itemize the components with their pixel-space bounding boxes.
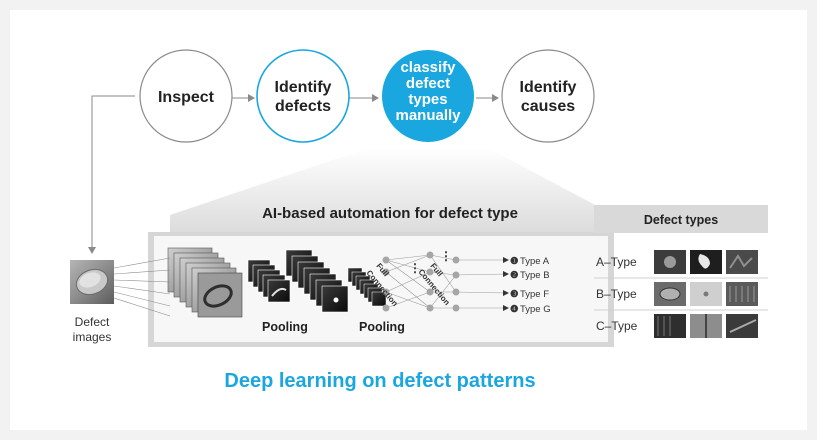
output-label-a: Type A xyxy=(520,256,550,267)
fc-output-arrows xyxy=(503,257,509,311)
identify-defects-circle xyxy=(256,49,350,143)
input-feature-maps xyxy=(167,247,243,318)
flow-step-inspect: Inspect xyxy=(139,49,233,143)
output-label-f: Type F xyxy=(520,289,549,300)
defect-types-table: Defect types A–Type B–Type xyxy=(594,205,768,338)
defect-images-label-1: Defect xyxy=(75,315,110,329)
classify-label-2: defect xyxy=(406,75,450,92)
defect-row-b-label: B–Type xyxy=(596,287,637,301)
classify-label-1: classify xyxy=(400,59,456,76)
feedback-line xyxy=(91,95,135,250)
identify-causes-label-1: Identify xyxy=(520,79,577,96)
classify-label-3: types xyxy=(408,91,447,108)
automation-funnel xyxy=(170,148,614,232)
process-diagram: Inspect Identify defects classify defect… xyxy=(70,49,768,392)
headline: Deep learning on defect patterns xyxy=(224,370,535,392)
identify-defects-label-1: Identify xyxy=(275,79,332,96)
flow-connectors xyxy=(88,94,499,254)
pooling-label-2: Pooling xyxy=(359,320,405,334)
flow-step-identify-defects: Identify defects xyxy=(256,49,350,143)
automation-title: AI-based automation for defect type xyxy=(262,205,518,222)
flow-step-classify: classify defect types manually xyxy=(382,50,474,142)
defect-row-c: C–Type xyxy=(596,314,758,338)
defect-images-group: Defect images xyxy=(70,257,171,344)
output-labels: ❶ Type A ❷ Type B ❸ Type F ❹ Type G xyxy=(510,256,551,315)
defect-row-a: A–Type xyxy=(596,250,758,274)
output-marker-f: ❸ xyxy=(510,289,519,300)
output-marker-g: ❹ xyxy=(510,304,519,315)
conv-layer-3 xyxy=(347,267,387,307)
defect-row-a-label: A–Type xyxy=(596,255,637,269)
fc-dots-1: ⋮ xyxy=(409,261,421,275)
identify-causes-label-2: causes xyxy=(521,98,575,115)
inspect-label: Inspect xyxy=(158,89,215,106)
defect-fan-lines xyxy=(113,257,171,317)
classify-circle xyxy=(382,50,474,142)
automation-panel: Full Connection Full Connection ⋮ ⋮ Pool… xyxy=(148,232,614,347)
classify-label-4: manually xyxy=(395,107,461,124)
defect-types-header: Defect types xyxy=(644,213,718,227)
output-marker-a: ❶ xyxy=(510,256,519,267)
conv-layer-1 xyxy=(247,259,291,303)
identify-causes-circle xyxy=(501,49,595,143)
defect-types-header-bg xyxy=(594,205,768,233)
identify-defects-label-2: defects xyxy=(275,98,331,115)
diagram-canvas: Inspect Identify defects classify defect… xyxy=(10,10,807,430)
output-marker-b: ❷ xyxy=(510,270,519,281)
conv-layer-2 xyxy=(285,249,349,313)
fc-network xyxy=(385,254,507,309)
fc-nodes xyxy=(382,251,460,312)
fc-dots-2: ⋮ xyxy=(440,249,452,263)
flow-step-identify-causes: Identify causes xyxy=(501,49,595,143)
defect-row-b: B–Type xyxy=(596,282,758,306)
output-label-g: Type G xyxy=(520,304,551,315)
pooling-label-1: Pooling xyxy=(262,320,308,334)
defect-images-label-2: images xyxy=(73,330,112,344)
output-label-b: Type B xyxy=(520,270,550,281)
inspect-circle xyxy=(139,49,233,143)
defect-row-c-label: C–Type xyxy=(596,319,638,333)
